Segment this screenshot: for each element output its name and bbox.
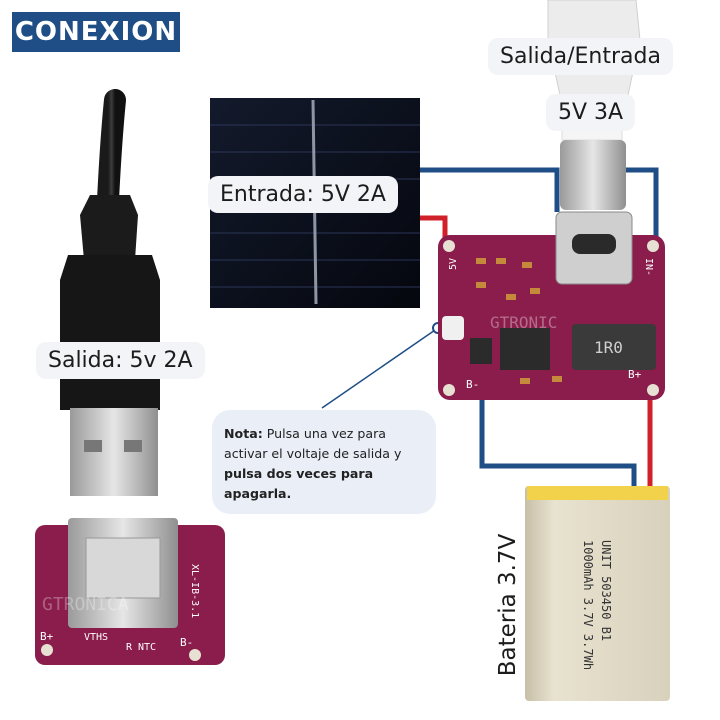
- battery-illustration: UNIT 503450 B1 1000mAh 3.7V 3.7Wh: [525, 486, 670, 701]
- battery-label: Bateria 3.7V: [495, 533, 521, 677]
- board-pad-5v: 5V: [448, 258, 459, 270]
- wire-battery-negative: [479, 388, 637, 490]
- usb-c-io-label: Salida/Entrada: [488, 38, 673, 75]
- usb-board-watermark: GTRONICA: [42, 594, 129, 615]
- board-pad-b-plus: B+: [628, 368, 642, 381]
- usb-board-pad-b-plus: B+: [40, 630, 54, 643]
- usb-board-pad-b-minus: B-: [180, 636, 193, 649]
- note-text: Pulsa una vez para activar el voltaje de…: [224, 426, 402, 461]
- battery-text-capacity: 1000mAh 3.7V 3.7Wh: [581, 540, 595, 670]
- board-watermark: GTRONIC: [490, 313, 557, 332]
- note-pointer-line: [321, 327, 439, 409]
- battery-text-unit: UNIT 503450 B1: [599, 540, 613, 641]
- inductor-label: 1R0: [594, 338, 623, 357]
- usb-board-ntc: NTC: [138, 642, 156, 653]
- main-charger-board: 5V IN- B- B+ 1R0 GTRONIC: [438, 211, 665, 400]
- board-pad-b-minus: B-: [466, 378, 479, 391]
- usb-a-cable-illustration: [60, 89, 160, 496]
- note-prefix: Nota:: [224, 426, 263, 441]
- usb-output-board: B+ B- VTHS R NTC XL-IB-3.1 GTRONICA: [35, 518, 225, 665]
- board-pad-in-minus: IN-: [643, 258, 654, 276]
- usb-a-output-label: Salida: 5v 2A: [36, 342, 205, 379]
- solar-input-label: Entrada: 5V 2A: [208, 176, 398, 213]
- page-title: CONEXION: [12, 12, 180, 52]
- note-bold-text: pulsa dos veces para apagarla.: [224, 466, 374, 501]
- usb-board-r: R: [126, 642, 133, 653]
- wire-solar-negative: [420, 167, 560, 212]
- usb-board-vths: VTHS: [84, 632, 108, 643]
- battery-label-box: Bateria 3.7V: [488, 530, 528, 680]
- wires: [321, 167, 659, 490]
- wire-in-negative: [626, 167, 659, 246]
- usb-board-model: XL-IB-3.1: [189, 564, 200, 618]
- usb-c-rating-label: 5V 3A: [546, 94, 636, 131]
- note-bubble: Nota: Pulsa una vez para activar el volt…: [212, 410, 436, 514]
